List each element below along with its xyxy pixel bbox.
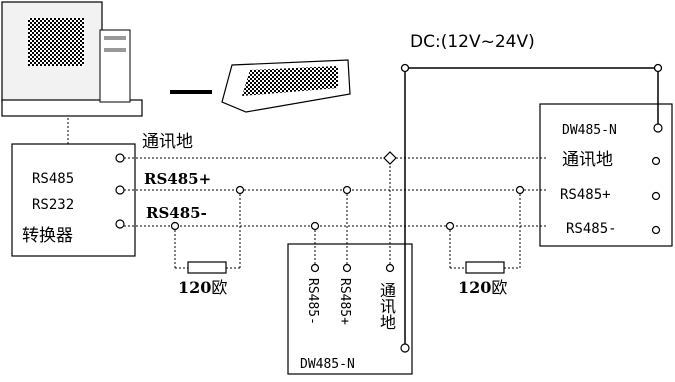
bottom-device-minus-label: RS485-: [305, 278, 320, 325]
converter-rs485-label: RS485: [32, 171, 75, 187]
dc-supply-label: DC:(12V~24V): [410, 32, 535, 52]
resistor-right-label: 120欧: [458, 280, 507, 296]
converter-name-label: 转换器: [22, 226, 73, 246]
ground-bus-line: [115, 151, 548, 264]
rs485-minus-bus-label: RS485-: [146, 204, 207, 222]
right-device-ground-label: 通讯地: [562, 150, 613, 170]
rs485-plus-bus-label: RS485+: [144, 170, 212, 188]
dw485-bottom-box: [287, 243, 413, 375]
rs485-minus-bus-line: [115, 219, 548, 268]
rs485-plus-bus-line: [115, 185, 548, 268]
right-device-plus-label: RS485+: [560, 187, 611, 203]
keyboard-icon: [221, 59, 351, 113]
bottom-device-ground-label: 通讯地: [377, 282, 396, 330]
bottom-device-terminals: [310, 263, 395, 273]
right-device-terminals: [651, 156, 661, 235]
bottom-device-plus-label: RS485+: [337, 278, 352, 325]
dc-power-lines: [400, 63, 663, 353]
comm-ground-top-label: 通讯地: [142, 132, 193, 152]
resistor-left-value: 120: [178, 278, 212, 297]
resistor-left-label: 120欧: [178, 280, 227, 296]
right-device-name: DW485-N: [562, 123, 617, 138]
resistor-left-icon: [175, 261, 240, 274]
resistor-left-unit: 欧: [211, 278, 228, 297]
resistor-right-icon: [450, 261, 520, 274]
resistor-right-unit: 欧: [491, 278, 508, 297]
resistor-right-value: 120: [458, 278, 492, 297]
computer-monitor-icon: [1, 1, 143, 117]
right-device-minus-label: RS485-: [566, 221, 617, 237]
converter-box: [11, 143, 136, 257]
dw485-right-box: [539, 103, 673, 247]
converter-rs232-label: RS232: [32, 197, 75, 213]
bottom-device-name: DW485-N: [300, 357, 355, 372]
